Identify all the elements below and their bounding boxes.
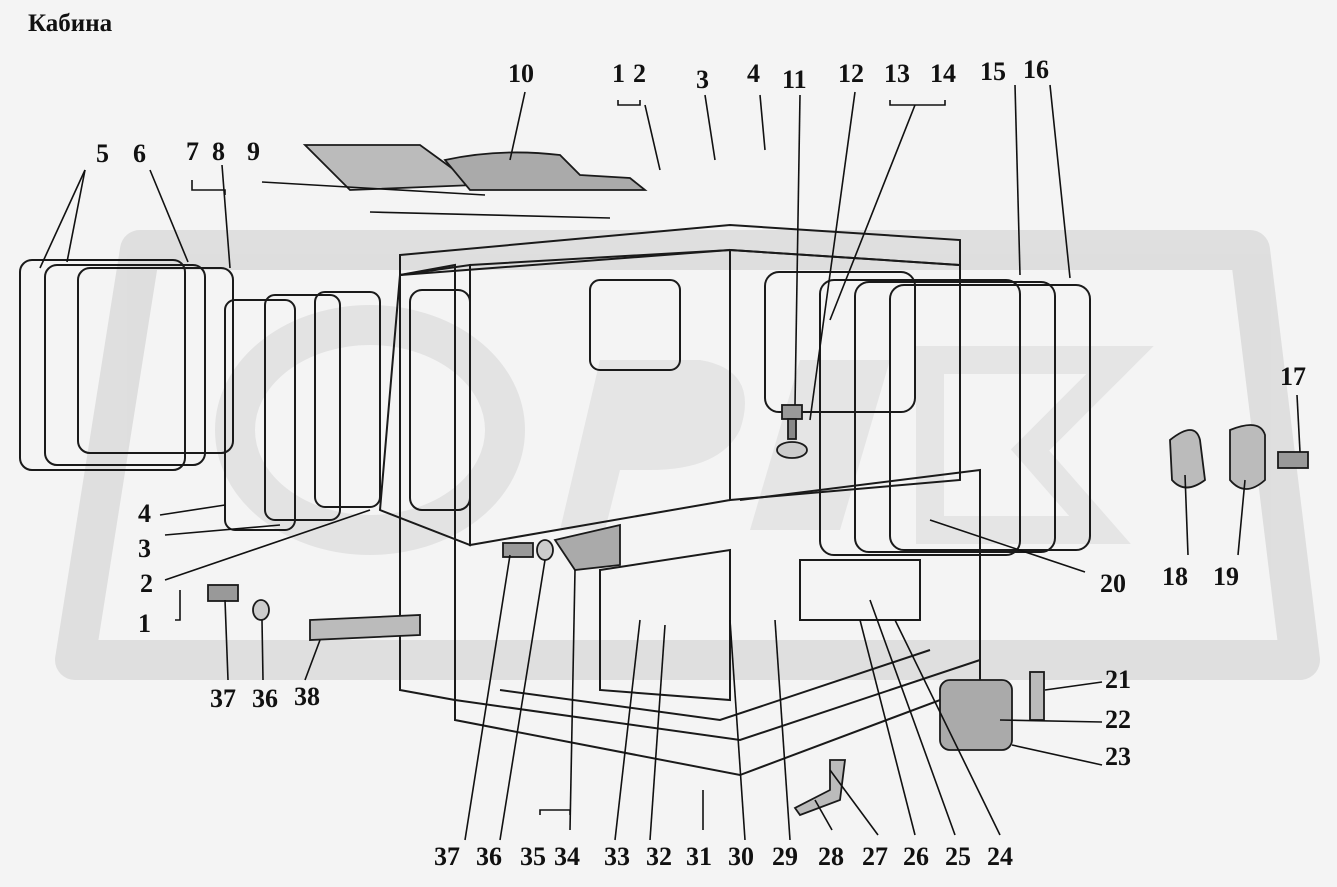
callout-1-left: 1 bbox=[138, 609, 151, 638]
callout-14: 14 bbox=[930, 59, 956, 88]
callout-numbers: 1 2 3 4 5 6 7 8 9 10 1 2 3 4 11 12 13 14… bbox=[96, 55, 1306, 871]
callout-36-bottom: 36 bbox=[476, 842, 502, 871]
callout-15: 15 bbox=[980, 57, 1006, 86]
callout-8: 8 bbox=[212, 137, 225, 166]
lamp-22 bbox=[939, 671, 1045, 751]
callout-26: 26 bbox=[903, 842, 929, 871]
callout-4-left: 4 bbox=[138, 499, 151, 528]
callout-20: 20 bbox=[1100, 569, 1126, 598]
callout-5: 5 bbox=[96, 139, 109, 168]
callout-28: 28 bbox=[818, 842, 844, 871]
callout-30: 30 bbox=[728, 842, 754, 871]
callout-9: 9 bbox=[247, 137, 260, 166]
callout-16: 16 bbox=[1023, 55, 1049, 84]
callout-12: 12 bbox=[838, 59, 864, 88]
callout-2-left: 2 bbox=[140, 569, 153, 598]
callout-10: 10 bbox=[508, 59, 534, 88]
bolt-37-washer-36-bracket-38 bbox=[207, 523, 621, 641]
callout-23: 23 bbox=[1105, 742, 1131, 771]
left-window-assembly bbox=[19, 259, 381, 531]
callout-11: 11 bbox=[782, 65, 807, 94]
callout-6: 6 bbox=[133, 139, 146, 168]
callout-29: 29 bbox=[772, 842, 798, 871]
callout-21: 21 bbox=[1105, 665, 1131, 694]
bracket-28 bbox=[793, 759, 847, 817]
roof-panel-10 bbox=[443, 151, 648, 191]
callout-35: 35 bbox=[520, 842, 546, 871]
callout-7: 7 bbox=[186, 137, 199, 166]
callout-31: 31 bbox=[686, 842, 712, 871]
callout-17: 17 bbox=[1280, 362, 1306, 391]
callout-4-top: 4 bbox=[747, 59, 760, 88]
callout-36-left: 36 bbox=[252, 684, 278, 713]
leader-lines bbox=[39, 84, 1301, 841]
callout-37-bottom: 37 bbox=[434, 842, 460, 871]
callout-18: 18 bbox=[1162, 562, 1188, 591]
bolt-11 bbox=[776, 404, 808, 459]
callout-1-top: 1 bbox=[612, 59, 625, 88]
callout-32: 32 bbox=[646, 842, 672, 871]
diagram-title: Кабина bbox=[28, 10, 113, 37]
callout-3-top: 3 bbox=[696, 65, 709, 94]
watermark-logo bbox=[55, 230, 1320, 680]
callout-38: 38 bbox=[294, 682, 320, 711]
callout-13: 13 bbox=[884, 59, 910, 88]
callout-2-top: 2 bbox=[633, 59, 646, 88]
callout-3-left: 3 bbox=[138, 534, 151, 563]
cabin-frame bbox=[378, 223, 981, 777]
right-window-assembly bbox=[819, 279, 1091, 556]
callout-25: 25 bbox=[945, 842, 971, 871]
cover-19 bbox=[1229, 424, 1266, 490]
callout-37-left: 37 bbox=[210, 684, 236, 713]
callout-27: 27 bbox=[862, 842, 888, 871]
callout-34: 34 bbox=[554, 842, 580, 871]
callout-24: 24 bbox=[987, 842, 1013, 871]
roof-panel-9 bbox=[302, 144, 478, 191]
callout-33: 33 bbox=[604, 842, 630, 871]
callout-22: 22 bbox=[1105, 705, 1131, 734]
callout-19: 19 bbox=[1213, 562, 1239, 591]
cover-18 bbox=[1169, 429, 1206, 489]
screw-17 bbox=[1277, 451, 1309, 469]
